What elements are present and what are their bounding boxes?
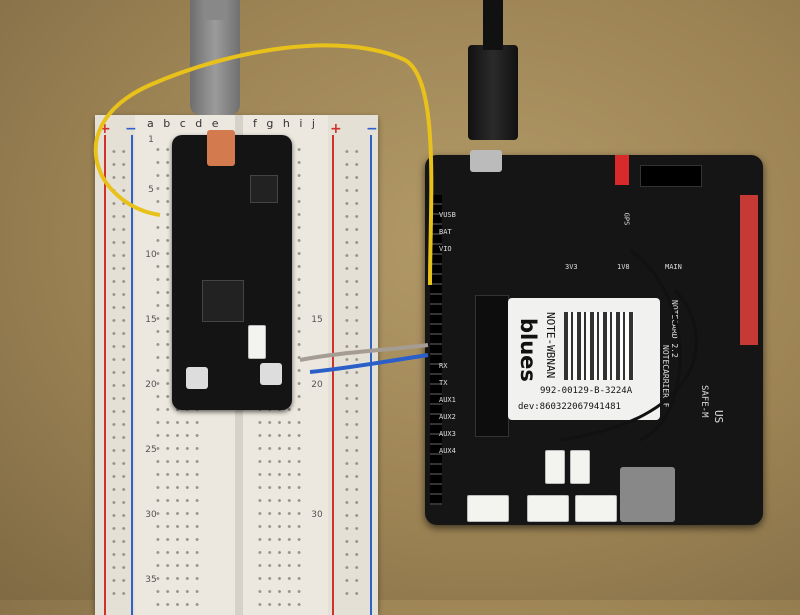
rail-holes [342, 145, 364, 605]
row-number: 10 [145, 250, 157, 260]
pin-label: VUSB [439, 211, 456, 219]
qr-code [564, 312, 634, 380]
model-text: NOTE-WBNAN [544, 312, 557, 379]
notecard-label: blues NOTE-WBNAN 992-00129-B-3224A dev:8… [508, 298, 660, 420]
antenna [740, 195, 758, 345]
part-number: 992-00129-B-3224A [540, 386, 633, 396]
device-id: dev:860322067941481 [518, 402, 621, 412]
blues-logo: blues [516, 318, 540, 382]
blue-wire [309, 353, 429, 374]
rail-blue-line [131, 135, 133, 615]
yellow-wire [93, 43, 434, 286]
jst-connector [575, 495, 617, 522]
row-number: 25 [145, 445, 157, 455]
1v8-label: 1V8 [617, 263, 630, 271]
rail-holes [109, 145, 129, 605]
mcu-chip [202, 280, 244, 322]
jst-connector [545, 450, 565, 484]
plus-sign: + [330, 121, 342, 137]
header [640, 165, 702, 187]
gray-wire [299, 343, 429, 362]
pin-label: AUX4 [439, 447, 456, 455]
row-number: 30 [145, 510, 157, 520]
row-number: 30 [311, 510, 323, 520]
left-power-rail: + − [95, 115, 137, 615]
3v3-label: 3V3 [565, 263, 578, 271]
rail-red-line [104, 135, 106, 615]
usb-c-port [207, 130, 235, 166]
pin-label: BAT [439, 228, 452, 236]
row-number: 1 [148, 135, 154, 145]
stemma-connector [248, 325, 266, 359]
row-number: 20 [145, 380, 157, 390]
reset-button[interactable] [260, 363, 282, 385]
chip [250, 175, 278, 203]
pin-label: RX [439, 362, 448, 370]
row-number: 5 [148, 185, 154, 195]
pin-label: AUX3 [439, 430, 456, 438]
boot-button[interactable] [186, 367, 208, 389]
column-letters-right: f g h i j [253, 117, 318, 130]
feather-board [172, 130, 292, 410]
row-number: 20 [311, 380, 323, 390]
column-letters-left: a b c d e [147, 117, 222, 130]
cable-wire [483, 0, 503, 50]
antenna-cable [559, 288, 698, 442]
antenna-cable [629, 248, 682, 442]
header-pins [430, 195, 442, 505]
rail-blue-line [370, 135, 372, 615]
cable-wire [205, 0, 225, 20]
micro-usb-cable [468, 45, 518, 140]
plus-sign: + [99, 121, 111, 137]
wires [93, 43, 698, 442]
main-label: MAIN [665, 263, 682, 271]
jst-connector [527, 495, 569, 522]
switch[interactable] [615, 155, 629, 185]
micro-usb-port [470, 150, 502, 172]
row-number: 15 [145, 315, 157, 325]
rail-red-line [332, 135, 334, 615]
pin-labels: VUSB BAT VIO RX TX AUX1 AUX2 AUX3 AUX4 [439, 207, 456, 460]
pin-label: AUX1 [439, 396, 456, 404]
row-number: 15 [311, 315, 323, 325]
minus-sign: − [125, 121, 137, 137]
minus-sign: − [366, 121, 378, 137]
notecard-version: NOTECARD 2.2 [670, 300, 679, 358]
pin-label: VIO [439, 245, 452, 253]
jst-connector [570, 450, 590, 484]
sim-slot [620, 467, 675, 522]
pin-label: AUX2 [439, 413, 456, 421]
row-number: 35 [145, 575, 157, 585]
jst-connector [467, 495, 509, 522]
pin-label: TX [439, 379, 448, 387]
